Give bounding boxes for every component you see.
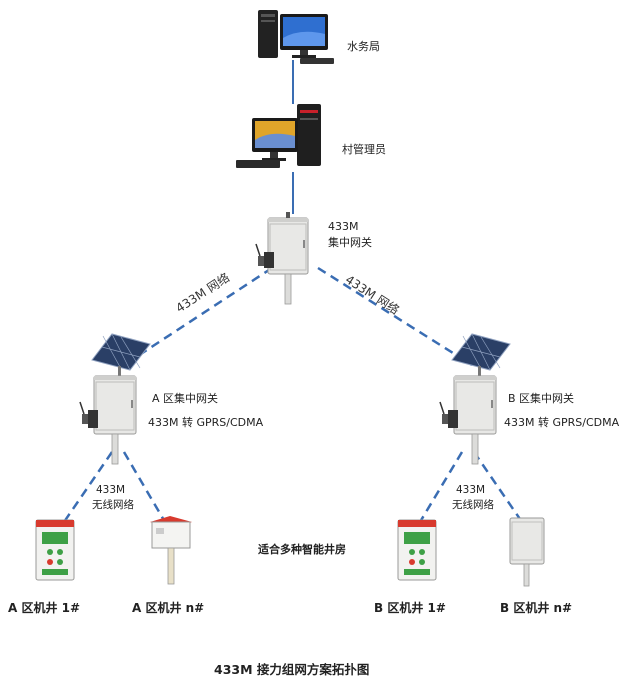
b-gateway-label-2: 433M 转 GPRS/CDMA <box>504 416 620 429</box>
wellhouse-note: 适合多种智能井房 <box>258 543 346 556</box>
solar-panel-icon <box>91 333 151 378</box>
link-central-b <box>317 266 473 367</box>
gateway-cabinet-icon <box>79 375 137 465</box>
b-well-n-label: B 区机井 n# <box>500 601 573 615</box>
b-net-label-1: 433M <box>456 484 486 496</box>
diagram-caption: 433M 接力组网方案拓扑图 <box>214 662 370 677</box>
a-net-label-2: 无线网络 <box>92 499 134 511</box>
well-control-box-icon <box>35 519 75 581</box>
b-well-1-label: B 区机井 1# <box>374 601 446 615</box>
a-net-label-1: 433M <box>96 484 126 496</box>
a-gateway-label-1: A 区集中网关 <box>152 392 219 405</box>
b-gateway-group <box>439 333 511 465</box>
gateway-cabinet-icon <box>255 212 309 305</box>
village-admin-label: 村管理员 <box>342 143 386 156</box>
central-gateway-label-1: 433M <box>328 220 359 233</box>
solar-panel-icon <box>451 333 511 378</box>
workstation-icon <box>236 104 321 168</box>
a-well-n-label: A 区机井 n# <box>132 601 205 615</box>
desktop-computer-icon <box>258 10 334 64</box>
link-b-well1 <box>418 451 464 523</box>
b-gateway-label-1: B 区集中网关 <box>508 392 575 405</box>
b-net-label-2: 无线网络 <box>452 499 494 511</box>
a-well-1-label: A 区机井 1# <box>8 601 81 615</box>
well-control-box-icon <box>509 517 545 587</box>
water-bureau-label: 水务局 <box>347 40 380 53</box>
well-control-box-icon <box>397 519 437 581</box>
link-a-welln <box>122 451 167 523</box>
well-control-box-icon <box>150 516 192 585</box>
central-gateway-label-2: 集中网关 <box>328 236 372 249</box>
a-gateway-group <box>79 333 151 465</box>
link-central-a <box>123 266 273 367</box>
a-gateway-label-2: 433M 转 GPRS/CDMA <box>148 416 264 429</box>
gateway-cabinet-icon <box>439 375 497 465</box>
